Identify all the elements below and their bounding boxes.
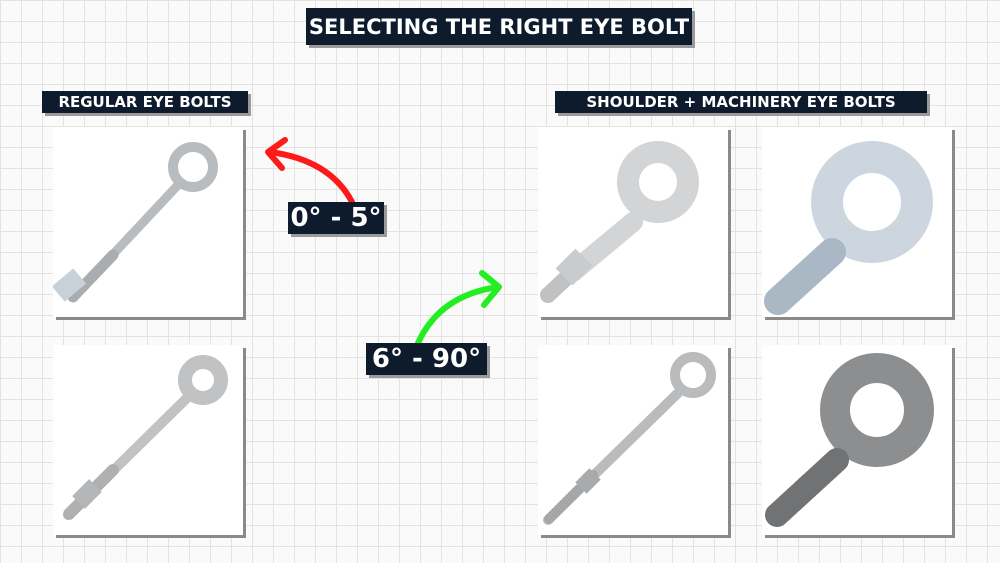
machinery-eye-bolt-image-2 [762, 345, 952, 535]
section-label-shoulder: SHOULDER + MACHINERY EYE BOLTS [555, 91, 927, 113]
section-label-regular: REGULAR EYE BOLTS [42, 91, 248, 113]
regular-eye-bolt-image-1 [51, 127, 243, 317]
angle-label-regular: 0° - 5° [288, 202, 384, 234]
machinery-eye-bolt-image-1 [762, 127, 952, 317]
angle-label-shoulder: 6° - 90° [366, 343, 487, 375]
regular-eye-bolt-image-2 [53, 345, 243, 535]
green-curved-arrow-icon [415, 270, 502, 346]
shoulder-eye-bolt-image-2 [538, 345, 728, 535]
red-curved-arrow-icon [265, 137, 355, 205]
page-title: SELECTING THE RIGHT EYE BOLT [306, 8, 692, 45]
shoulder-eye-bolt-image-1 [538, 127, 728, 317]
